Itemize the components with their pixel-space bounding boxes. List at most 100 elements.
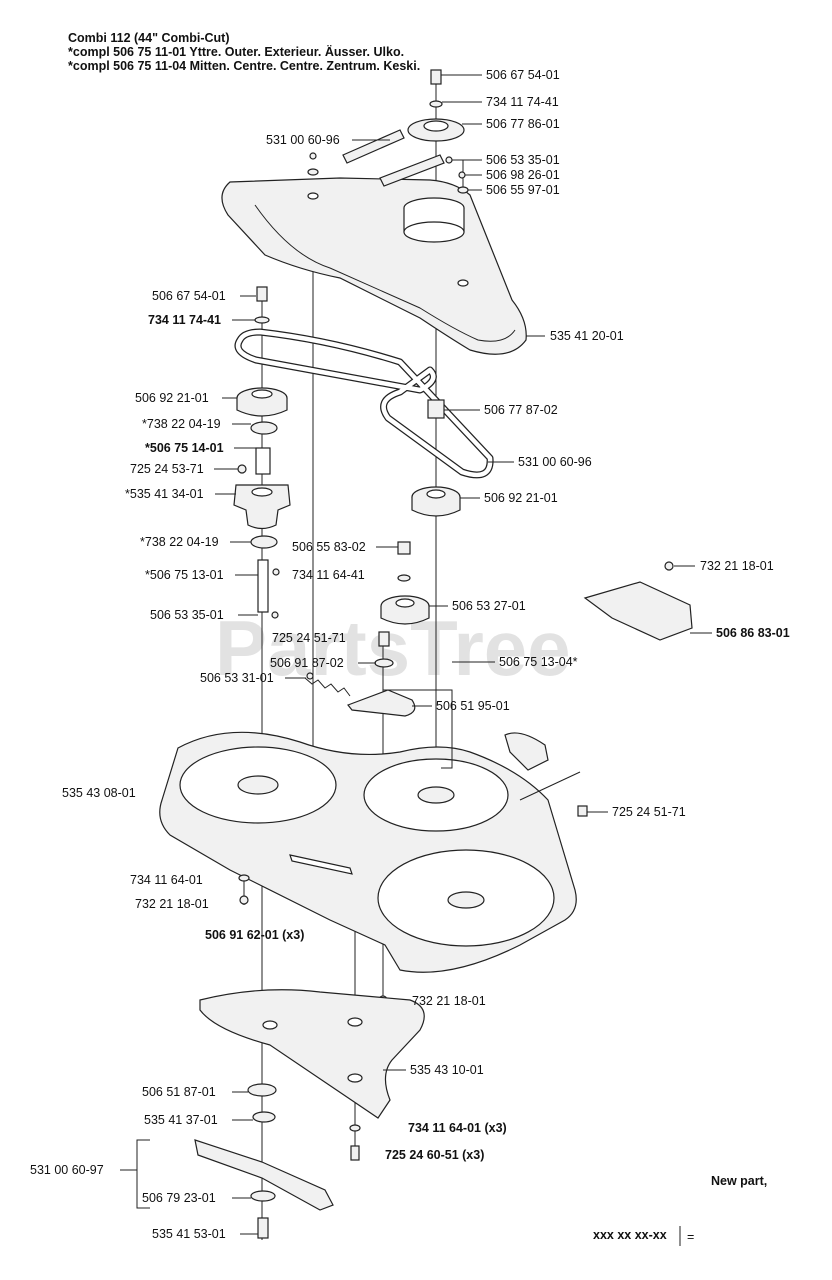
right-pulley-hub	[426, 489, 446, 499]
cover-boss-bottom	[403, 221, 465, 243]
left-pulley-side	[236, 398, 288, 417]
left-pulley-hub	[251, 389, 273, 399]
label-734-11-74-41-top: 734 11 74-41	[486, 95, 559, 109]
belt-strip-a	[342, 129, 405, 164]
blade-hub	[247, 1083, 277, 1097]
label-506-51-87-01: 506 51 87-01	[142, 1085, 216, 1099]
label-506-98-26-01: 506 98 26-01	[486, 168, 560, 182]
legend-code: xxx xx xx-xx	[593, 1228, 667, 1242]
left-washer	[254, 316, 270, 324]
blade-bolt	[350, 1145, 360, 1161]
cover-screw	[307, 168, 319, 176]
deck-washer-left	[238, 874, 250, 882]
top-pulley-hub	[423, 120, 449, 132]
tensioner-washer	[397, 574, 411, 582]
tensioner-pulley-hub	[395, 598, 415, 608]
label-506-53-27-01: 506 53 27-01	[452, 599, 526, 613]
label-732-21-18-01-right: 732 21 18-01	[700, 559, 774, 573]
label-506-75-13-04: 506 75 13-04*	[499, 655, 578, 669]
label-506-51-95-01: 506 51 95-01	[436, 699, 510, 713]
top-key	[445, 156, 453, 164]
cover-hole-b	[457, 279, 469, 287]
right-pulley-side	[411, 497, 461, 517]
bracket-nut	[664, 561, 674, 571]
label-506-53-35-01-left: 506 53 35-01	[150, 608, 224, 622]
label-506-55-97-01: 506 55 97-01	[486, 183, 560, 197]
label-506-92-21-01-right: 506 92 21-01	[484, 491, 558, 505]
cover-screw-head	[309, 152, 317, 160]
blade-adapter	[252, 1111, 276, 1123]
tension-spring	[304, 677, 351, 697]
belt-cover-part	[221, 177, 527, 355]
spring-hook	[306, 672, 314, 680]
left-spindle-housing	[233, 484, 291, 530]
tensioner-pulley-side	[380, 606, 430, 625]
blade-washer	[250, 1190, 276, 1202]
label-535-41-20-01: 535 41 20-01	[550, 329, 624, 343]
left-shaft-pin	[271, 611, 279, 619]
tensioner-arm	[347, 689, 416, 717]
label-506-77-86-01: 506 77 86-01	[486, 117, 560, 131]
label-506-55-83-02: 506 55 83-02	[292, 540, 366, 554]
label-506-77-87-02: 506 77 87-02	[484, 403, 558, 417]
assembly-centre-line: *compl 506 75 11-04 Mitten. Centre. Cent…	[68, 59, 421, 73]
tensioner-bushing	[374, 658, 394, 668]
blade-bolt-centre	[257, 1217, 269, 1239]
tensioner-bolt	[378, 631, 390, 647]
blade-bolt-washer	[349, 1124, 361, 1132]
blade-holder-part	[199, 989, 425, 1119]
label-734-11-64-01-left: 734 11 64-01	[130, 873, 203, 887]
deck-right-bolt	[577, 805, 588, 817]
label-734-11-64-41: 734 11 64-41	[292, 568, 365, 582]
left-housing-bore	[251, 487, 273, 497]
diagram-title: Combi 112 (44" Combi-Cut)	[68, 31, 230, 45]
deck-handle	[504, 732, 549, 771]
blade-holder-boss-a	[262, 1020, 278, 1030]
tensioner-nut	[397, 541, 411, 555]
deck-left-spindle-seat	[237, 775, 279, 795]
label-506-92-21-01-left: 506 92 21-01	[135, 391, 209, 405]
label-725-24-51-71-right: 725 24 51-71	[612, 805, 686, 819]
cutting-blade-part	[194, 1139, 334, 1211]
label-535-41-37-01: 535 41 37-01	[144, 1113, 218, 1127]
top-washer-small	[457, 186, 469, 194]
label-734-11-74-41-left: 734 11 74-41	[148, 313, 221, 327]
top-bolt	[430, 69, 442, 85]
belt-strip-b	[379, 154, 445, 187]
label-506-79-23-01: 506 79 23-01	[142, 1191, 216, 1205]
label-535-43-10-01: 535 43 10-01	[410, 1063, 484, 1077]
deck-slot	[289, 854, 353, 875]
label-738-22-04-19-upper: *738 22 04-19	[142, 417, 221, 431]
left-shaft-key	[272, 568, 280, 576]
label-531-00-60-96-top: 531 00 60-96	[266, 133, 340, 147]
left-bolt	[256, 286, 268, 302]
new-part-note: New part,	[711, 1174, 768, 1188]
label-531-00-60-97: 531 00 60-97	[30, 1163, 104, 1177]
left-bearing-top	[250, 421, 278, 435]
top-pin	[458, 171, 466, 179]
label-506-75-13-01: *506 75 13-01	[145, 568, 224, 582]
label-506-91-62-01: 506 91 62-01 (x3)	[205, 928, 304, 942]
label-506-53-31-01: 506 53 31-01	[200, 671, 274, 685]
top-washer	[429, 100, 443, 108]
label-725-24-60-51: 725 24 60-51 (x3)	[385, 1148, 484, 1162]
blade-holder-boss-c	[347, 1073, 363, 1083]
label-506-91-87-02: 506 91 87-02	[270, 656, 344, 670]
label-732-21-18-01-left: 732 21 18-01	[135, 897, 209, 911]
idler-spacer	[427, 399, 445, 419]
deck-right-spindle-seat	[447, 891, 485, 909]
label-506-67-54-01-top: 506 67 54-01	[486, 68, 560, 82]
assembly-outer-line: *compl 506 75 11-01 Yttre. Outer. Exteri…	[68, 45, 405, 59]
label-535-43-08-01: 535 43 08-01	[62, 786, 136, 800]
label-506-53-35-01-top: 506 53 35-01	[486, 153, 560, 167]
deflector-bracket-part	[583, 581, 693, 641]
left-shaft	[257, 559, 269, 613]
belt-cover-edge	[254, 204, 516, 342]
label-732-21-18-01-bottom: 732 21 18-01	[412, 994, 486, 1008]
label-531-00-60-96-right: 531 00 60-96	[518, 455, 592, 469]
label-725-24-51-71-mid: 725 24 51-71	[272, 631, 346, 645]
blade-holder-boss-b	[347, 1017, 363, 1027]
label-506-75-14-01: *506 75 14-01	[145, 441, 224, 455]
cover-hole-a	[307, 192, 319, 200]
